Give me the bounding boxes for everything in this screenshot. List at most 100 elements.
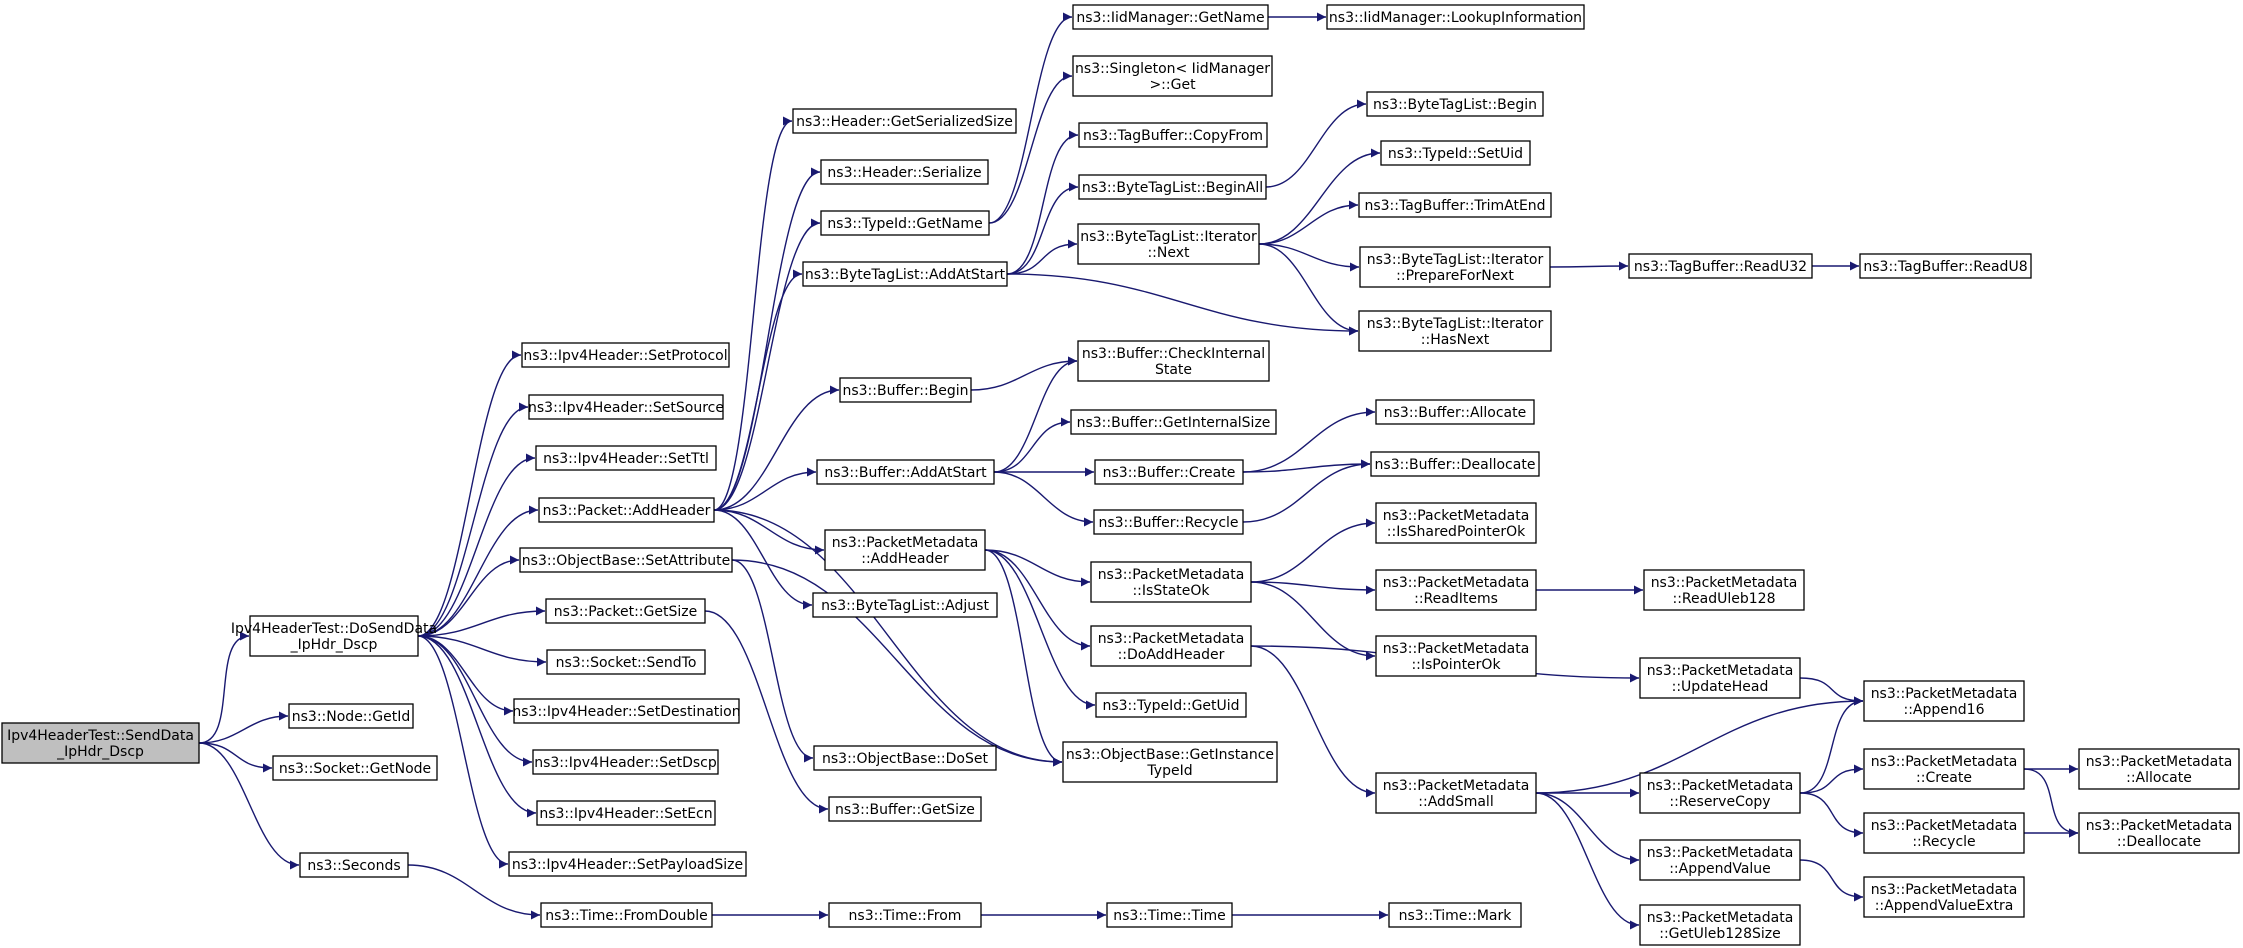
node-time-from[interactable]: ns3::Time::From (828, 902, 982, 928)
edge-do-send-to-set-ecn (417, 635, 537, 818)
edge-add-header-to-btl-add-at (713, 269, 803, 511)
node-box (521, 342, 730, 368)
node-tb-read-u8[interactable]: ns3::TagBuffer::ReadU8 (1859, 253, 2032, 279)
node-box (1093, 509, 1244, 535)
node-label: ns3::IidManager::LookupInformation (1329, 10, 1582, 26)
node-buf-dealloc[interactable]: ns3::Buffer::Deallocate (1370, 451, 1540, 477)
node-btl-it-has[interactable]: ns3::ByteTagList::Iterator::HasNext (1358, 310, 1552, 352)
edge-pm-add-small-to-pm-app16 (1535, 696, 1864, 794)
node-label: ns3::Socket::GetNode (279, 761, 431, 777)
node-tid-get-uid[interactable]: ns3::TypeId::GetUid (1095, 692, 1247, 718)
node-set-source[interactable]: ns3::Ipv4Header::SetSource (528, 394, 724, 420)
node-iid-get-name[interactable]: ns3::IidManager::GetName (1072, 4, 1269, 30)
node-label: ns3::Buffer::GetSize (835, 802, 975, 818)
node-pm-get-uleb[interactable]: ns3::PacketMetadata::GetUleb128Size (1639, 904, 1801, 946)
edge-btl-it-next-to-btl-it-prep (1258, 243, 1360, 272)
node-label: ns3::ByteTagList::Iterator (1080, 229, 1257, 245)
node-set-ttl[interactable]: ns3::Ipv4Header::SetTtl (535, 445, 717, 471)
node-buf-get-size[interactable]: ns3::Buffer::GetSize (828, 796, 982, 822)
node-pm-add-small[interactable]: ns3::PacketMetadata::AddSmall (1375, 772, 1537, 814)
node-iid-lookup[interactable]: ns3::IidManager::LookupInformation (1326, 4, 1585, 30)
node-type-get-name[interactable]: ns3::TypeId::GetName (820, 210, 990, 236)
node-box (1643, 569, 1805, 611)
node-btl-add-at[interactable]: ns3::ByteTagList::AddAtStart (802, 261, 1008, 287)
node-send-to[interactable]: ns3::Socket::SendTo (546, 649, 706, 675)
node-buf-add-at[interactable]: ns3::Buffer::AddAtStart (816, 459, 995, 485)
node-pm-app-val-ex[interactable]: ns3::PacketMetadata::AppendValueExtra (1863, 876, 2025, 918)
node-box (1639, 904, 1801, 946)
node-from-double[interactable]: ns3::Time::FromDouble (540, 902, 713, 928)
node-box (1359, 246, 1551, 288)
node-pm-alloc[interactable]: ns3::PacketMetadata::Allocate (2078, 748, 2240, 790)
node-pm-add-hdr[interactable]: ns3::PacketMetadata::AddHeader (824, 529, 986, 571)
node-time-time[interactable]: ns3::Time::Time (1106, 902, 1233, 928)
node-btl-it-next[interactable]: ns3::ByteTagList::Iterator::Next (1077, 223, 1260, 265)
node-pkt-get-size[interactable]: ns3::Packet::GetSize (545, 598, 706, 624)
node-box (839, 377, 972, 403)
node-time-mark[interactable]: ns3::Time::Mark (1388, 902, 1522, 928)
node-buf-begin[interactable]: ns3::Buffer::Begin (839, 377, 972, 403)
edge-pm-add-hdr-to-pm-is-state (984, 549, 1091, 587)
node-pm-create[interactable]: ns3::PacketMetadata::Create (1863, 748, 2025, 790)
node-label: ns3::PacketMetadata (2086, 818, 2233, 834)
node-pm-is-state[interactable]: ns3::PacketMetadata::IsStateOk (1090, 561, 1252, 603)
node-label: ns3::TagBuffer::TrimAtEnd (1364, 198, 1545, 214)
node-pm-is-ptr[interactable]: ns3::PacketMetadata::IsPointerOk (1375, 635, 1537, 677)
node-ob-do-set[interactable]: ns3::ObjectBase::DoSet (813, 745, 997, 771)
node-pm-do-add[interactable]: ns3::PacketMetadata::DoAddHeader (1090, 625, 1252, 667)
node-set-protocol[interactable]: ns3::Ipv4Header::SetProtocol (521, 342, 730, 368)
edge-buf-add-at-to-buf-recycle (993, 471, 1094, 527)
node-pm-app16[interactable]: ns3::PacketMetadata::Append16 (1863, 680, 2025, 722)
node-btl-begin-all[interactable]: ns3::ByteTagList::BeginAll (1078, 174, 1267, 200)
node-label: ns3::PacketMetadata (1871, 754, 2018, 770)
node-label: ns3::IidManager::GetName (1076, 10, 1264, 26)
node-buf-recycle[interactable]: ns3::Buffer::Recycle (1093, 509, 1244, 535)
node-pm-dealloc[interactable]: ns3::PacketMetadata::Deallocate (2078, 812, 2240, 854)
node-label: ::Next (1147, 245, 1190, 261)
node-tb-copy-from[interactable]: ns3::TagBuffer::CopyFrom (1078, 122, 1268, 148)
node-box (1375, 502, 1537, 544)
node-pm-app-val[interactable]: ns3::PacketMetadata::AppendValue (1639, 839, 1801, 881)
node-set-attr[interactable]: ns3::ObjectBase::SetAttribute (519, 547, 733, 573)
node-tid-set-uid[interactable]: ns3::TypeId::SetUid (1380, 140, 1531, 166)
node-buf-get-int[interactable]: ns3::Buffer::GetInternalSize (1070, 409, 1277, 435)
node-set-ecn[interactable]: ns3::Ipv4Header::SetEcn (536, 800, 716, 826)
node-buf-create[interactable]: ns3::Buffer::Create (1094, 459, 1244, 485)
node-tb-trim[interactable]: ns3::TagBuffer::TrimAtEnd (1358, 192, 1552, 218)
node-node-get-id[interactable]: ns3::Node::GetId (288, 703, 414, 729)
node-pm-res-copy[interactable]: ns3::PacketMetadata::ReserveCopy (1639, 772, 1801, 814)
node-btl-begin[interactable]: ns3::ByteTagList::Begin (1366, 91, 1544, 117)
node-box (1095, 692, 1247, 718)
node-sock-get-node[interactable]: ns3::Socket::GetNode (272, 755, 438, 781)
node-btl-it-prep[interactable]: ns3::ByteTagList::Iterator::PrepareForNe… (1359, 246, 1551, 288)
node-set-payload[interactable]: ns3::Ipv4Header::SetPayloadSize (508, 851, 747, 877)
node-pm-is-shared[interactable]: ns3::PacketMetadata::IsSharedPointerOk (1375, 502, 1537, 544)
edges-layer (198, 12, 2079, 930)
node-label: ns3::Packet::AddHeader (543, 503, 711, 519)
node-box (538, 497, 715, 523)
node-singleton[interactable]: ns3::Singleton< IidManager>::Get (1072, 55, 1273, 97)
node-pm-recycle[interactable]: ns3::PacketMetadata::Recycle (1863, 812, 2025, 854)
node-hdr-ser[interactable]: ns3::Header::Serialize (820, 159, 989, 185)
node-set-dest[interactable]: ns3::Ipv4Header::SetDestination (512, 698, 741, 724)
node-pm-read-uleb[interactable]: ns3::PacketMetadata::ReadUleb128 (1643, 569, 1805, 611)
edge-do-send-to-set-protocol (417, 350, 522, 637)
node-do-send[interactable]: Ipv4HeaderTest::DoSendData_IpHdr_Dscp (231, 615, 437, 657)
edge-btl-add-at-to-btl-begin-all (1006, 182, 1079, 275)
node-box (519, 547, 733, 573)
node-tb-read-u32[interactable]: ns3::TagBuffer::ReadU32 (1628, 253, 1813, 279)
edge-pm-is-state-to-pm-is-ptr (1250, 581, 1376, 661)
node-add-header[interactable]: ns3::Packet::AddHeader (538, 497, 715, 523)
node-hdr-get-ser[interactable]: ns3::Header::GetSerializedSize (792, 108, 1017, 134)
node-set-dscp[interactable]: ns3::Ipv4Header::SetDscp (532, 749, 719, 775)
node-label: ns3::Ipv4Header::SetTtl (543, 451, 709, 467)
node-buf-alloc[interactable]: ns3::Buffer::Allocate (1375, 399, 1535, 425)
node-btl-adjust[interactable]: ns3::ByteTagList::Adjust (812, 592, 998, 618)
node-root[interactable]: Ipv4HeaderTest::SendData_IpHdr_Dscp (1, 722, 200, 764)
node-seconds[interactable]: ns3::Seconds (299, 852, 409, 878)
node-pm-read-items[interactable]: ns3::PacketMetadata::ReadItems (1375, 569, 1537, 611)
node-label: ns3::PacketMetadata (1647, 778, 1794, 794)
node-pm-upd-head[interactable]: ns3::PacketMetadata::UpdateHead (1639, 657, 1801, 699)
